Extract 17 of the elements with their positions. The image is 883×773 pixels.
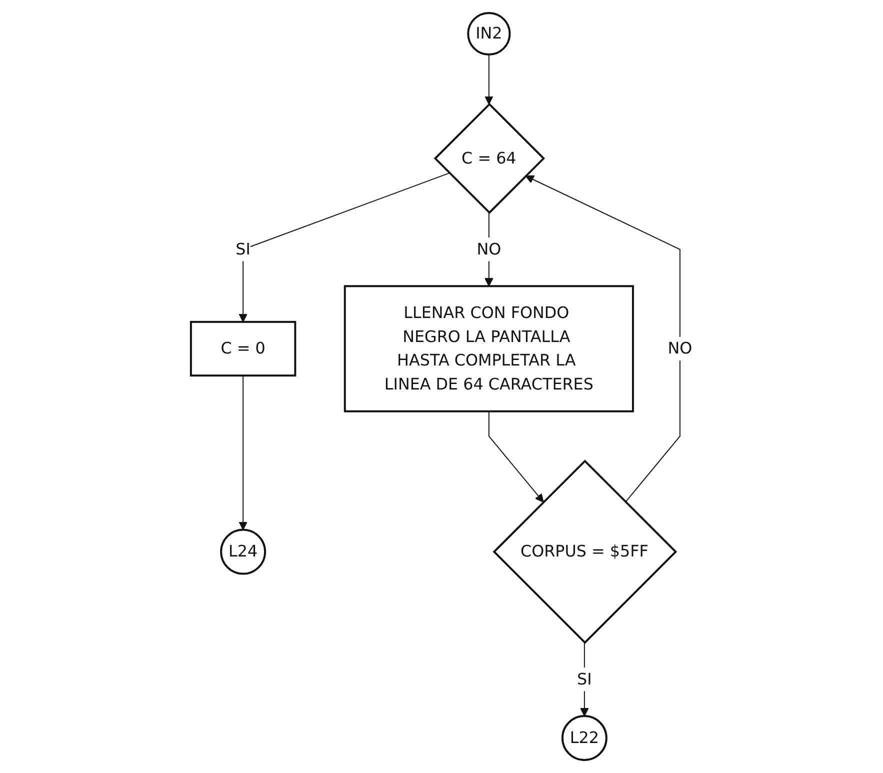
edge-label: SI (236, 239, 250, 258)
node-circle: L24 (220, 528, 266, 575)
node-circle: IN2 (467, 12, 511, 56)
arrow (238, 172, 450, 322)
node-circle: L22 (561, 715, 608, 762)
edge-label: SI (577, 669, 592, 688)
node-box: LLENAR CON FONDO NEGRO LA PANTALLA HASTA COMPLETAR LA LINEA DE 64 CARACTERES (344, 285, 634, 412)
node-diamond: C = 64 (434, 102, 545, 214)
arrow (525, 175, 680, 503)
arrow (484, 54, 494, 105)
arrow (238, 375, 248, 530)
node-diamond: CORPUS = $5FF (492, 460, 678, 644)
arrow (488, 410, 544, 502)
edge-label: NO (476, 239, 502, 258)
edge-label: NO (668, 338, 692, 358)
node-box: C = 0 (190, 320, 296, 377)
arrow (580, 642, 589, 716)
